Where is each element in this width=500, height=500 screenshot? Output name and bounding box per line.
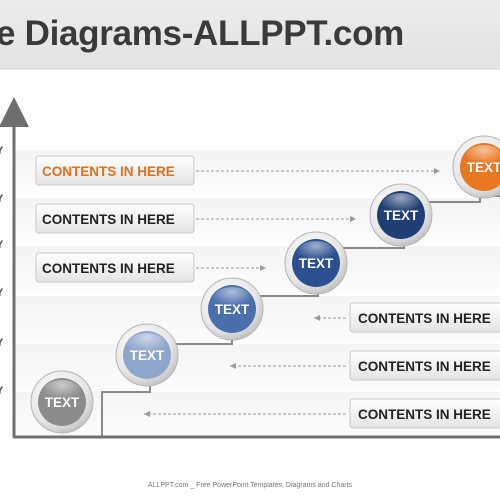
axis-tick-labels: Y Y Y Y Y Y — [0, 145, 4, 397]
axis-tick-label: Y — [0, 287, 4, 299]
step-circle-label: TEXT — [45, 395, 80, 410]
axis-tick-label: Y — [0, 239, 4, 251]
slide-title: e Diagrams-ALLPPT.com — [0, 14, 404, 53]
step-circle-label: TEXT — [467, 160, 500, 175]
axis-tick-label: Y — [0, 145, 4, 157]
content-box: CONTENTS IN HERE — [35, 155, 195, 186]
connector-arrows — [144, 168, 440, 417]
content-box-label: CONTENTS IN HERE — [42, 212, 175, 227]
step-circle: TEXT — [284, 231, 348, 295]
content-box-label: CONTENTS IN HERE — [42, 164, 175, 179]
content-box: CONTENTS IN HERE — [349, 350, 500, 381]
axis-tick-label: Y — [0, 337, 4, 349]
content-box-label: CONTENTS IN HERE — [42, 261, 175, 276]
content-box-label: CONTENTS IN HERE — [358, 359, 491, 374]
axis-tick-label: Y — [0, 193, 4, 205]
staircase-line — [101, 195, 500, 437]
step-circle-label: TEXT — [384, 208, 419, 223]
step-circle: TEXT — [200, 277, 264, 341]
step-circle-label: TEXT — [299, 256, 334, 271]
content-box-label: CONTENTS IN HERE — [358, 311, 491, 326]
axis-tick-label: Y — [0, 385, 4, 397]
step-circle: TEXT — [452, 135, 500, 199]
content-box: CONTENTS IN HERE — [349, 302, 500, 333]
content-box: CONTENTS IN HERE — [35, 252, 195, 283]
footer-text: ALLPPT.com _ Free PowerPoint Templates, … — [147, 482, 353, 489]
content-box: CONTENTS IN HERE — [349, 398, 500, 429]
step-circle-label: TEXT — [130, 348, 165, 363]
step-circle-label: TEXT — [215, 302, 250, 317]
step-circle: TEXT — [30, 370, 94, 434]
step-circle: TEXT — [115, 323, 179, 387]
title-bar: e Diagrams-ALLPPT.com — [0, 0, 500, 70]
step-circle: TEXT — [369, 183, 433, 247]
content-box-label: CONTENTS IN HERE — [358, 407, 491, 422]
content-box: CONTENTS IN HERE — [35, 203, 195, 234]
